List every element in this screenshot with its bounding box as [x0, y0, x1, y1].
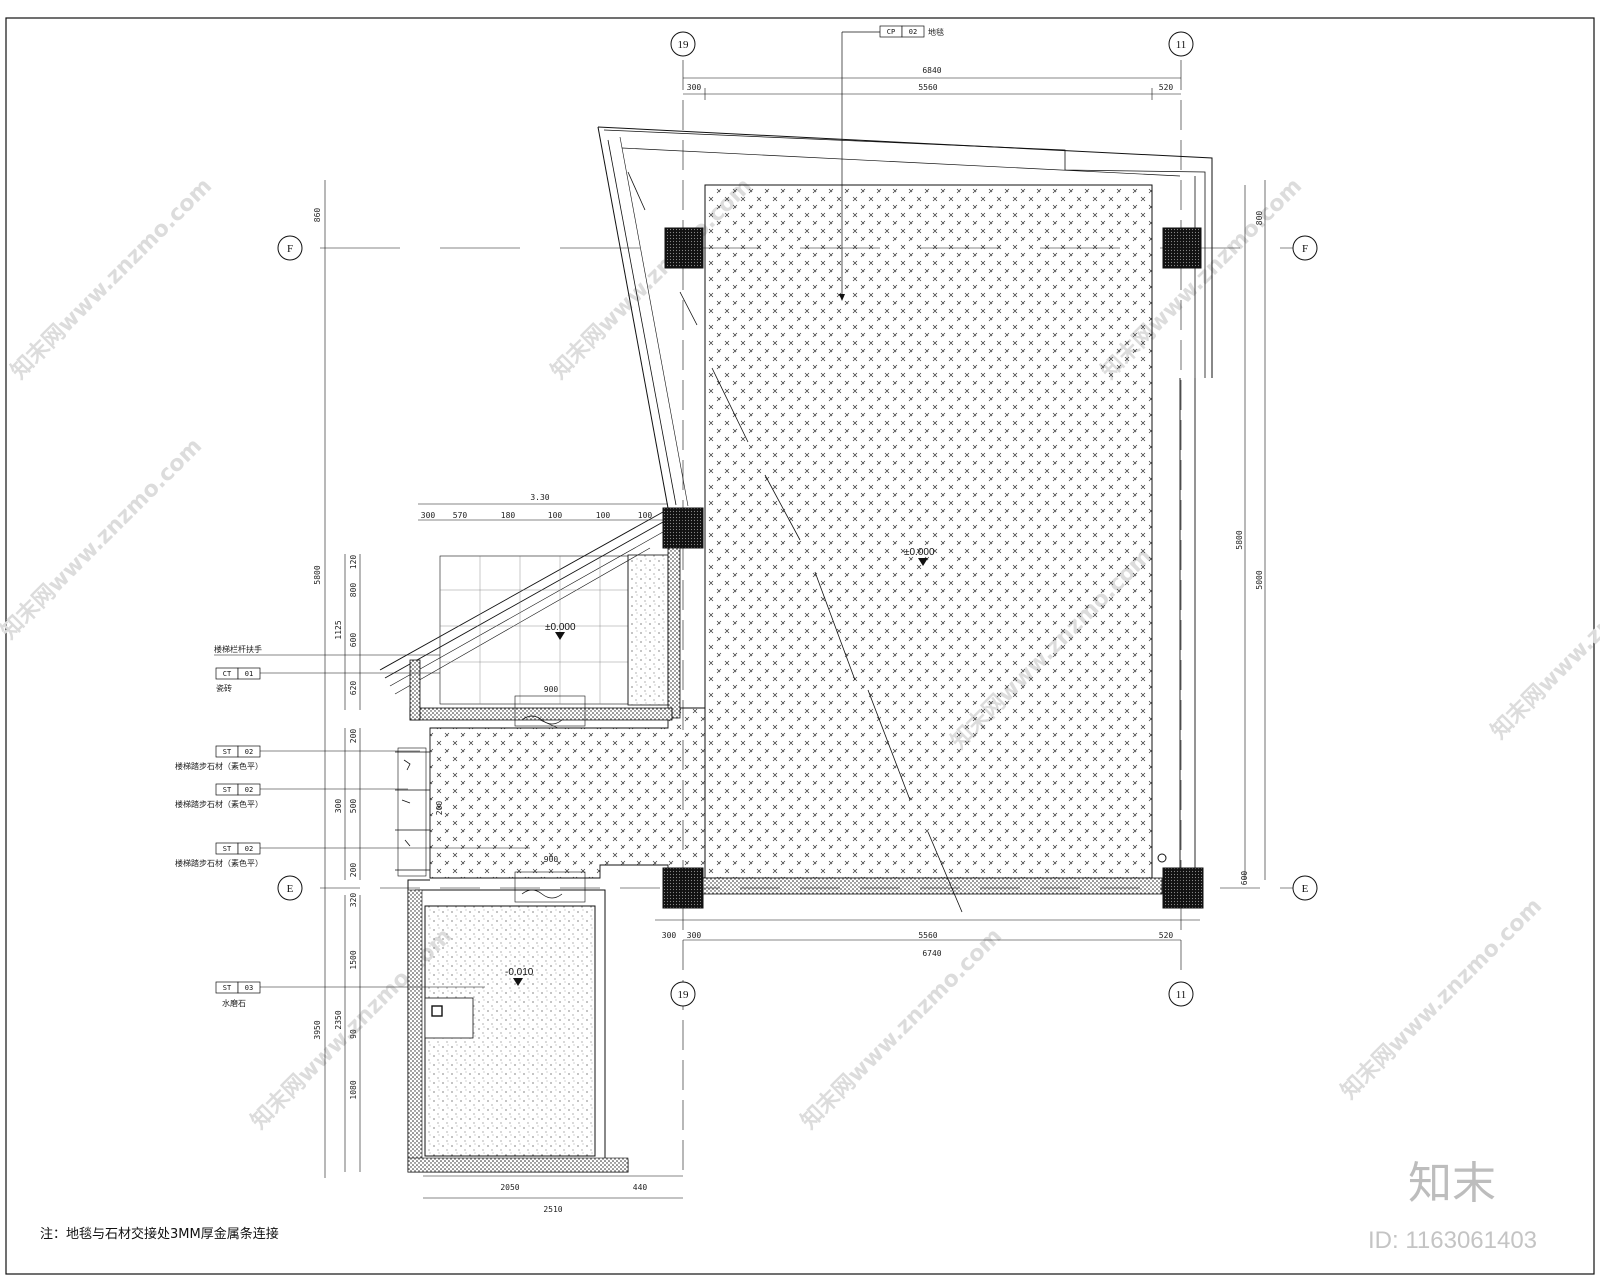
dim-text: 800 [349, 583, 358, 598]
dim-text: 2050 [500, 1183, 519, 1192]
dim-text: 800 [1255, 211, 1264, 226]
tag-code: ST [223, 786, 232, 794]
tag-num: 02 [909, 28, 917, 36]
brand-logo-text: 知末 [1408, 1158, 1496, 1209]
watermark-text: 知末网www.znzmo.com [1486, 533, 1600, 744]
dim-text: 5800 [313, 565, 322, 584]
dim-text: 1125 [334, 620, 343, 639]
dim-text: 570 [453, 511, 468, 520]
dim-text: 90 [349, 1029, 358, 1039]
tag-text: 楼梯踏步石材（素色平） [175, 799, 263, 809]
dim-text: 300 [687, 83, 702, 92]
dim-text: 1500 [349, 950, 358, 969]
axis-label: F [287, 243, 293, 255]
dim-text: 5000 [1255, 570, 1264, 589]
dim-text: 200 [349, 729, 358, 744]
dim-text: 6740 [922, 949, 941, 958]
tag-code: ST [223, 984, 232, 992]
material-tags: CP 02 地毯 楼梯栏杆扶手 CT 01 瓷砖 ST 02 楼梯踏步石材（素色… [175, 25, 944, 1008]
dim-text: 620 [349, 681, 358, 696]
dim-text: 200 [349, 863, 358, 878]
dim-text: 900 [544, 685, 559, 694]
image-id: ID: 1163061403 [1368, 1227, 1537, 1254]
axis-bubbles: 19 11 19 11 F E F E [277, 31, 1318, 1007]
railing-label: 楼梯栏杆扶手 [214, 644, 262, 654]
tag-num: 02 [245, 845, 253, 853]
watermark-text: 知末网www.znzmo.com [1336, 893, 1547, 1104]
tag-code: CT [223, 670, 232, 678]
dim-text: 5560 [918, 83, 937, 92]
small-elevation: ±0.000 [545, 622, 576, 633]
tag-num: 02 [245, 786, 253, 794]
main-elevation: ±0.000 [904, 547, 935, 558]
watermark-text: 知末网www.znzmo.com [796, 923, 1007, 1134]
dim-text: 1080 [349, 1080, 358, 1099]
tag-num: 01 [245, 670, 253, 678]
axis-label: 11 [1176, 39, 1187, 51]
tag-code: ST [223, 845, 232, 853]
dim-text: 5560 [918, 931, 937, 940]
tag-text: 地毯 [928, 27, 944, 37]
drawing-note: 注：地毯与石材交接处3MM厚金属条连接 [40, 1226, 279, 1242]
dimension-texts: 6840 300 5560 520 300 300 5560 520 6740 … [313, 66, 1264, 1214]
dim-text: 500 [349, 799, 358, 814]
watermark-text: 知末网www.znzmo.com [6, 173, 217, 384]
axis-label: E [1302, 883, 1309, 895]
tag-num: 02 [245, 748, 253, 756]
dim-text: 100 [638, 511, 653, 520]
lower-room: -0.010 [407, 879, 629, 1173]
dimension-lines [324, 77, 1266, 1199]
tag-text: 楼梯踏步石材（素色平） [175, 858, 263, 868]
dim-text: 180 [501, 511, 516, 520]
axis-label: F [1302, 243, 1308, 255]
dim-text: 860 [313, 208, 322, 223]
dim-text: 2510 [543, 1205, 562, 1214]
tag-code: ST [223, 748, 232, 756]
lower-elevation: -0.010 [505, 967, 534, 978]
dim-text: 300 [662, 931, 677, 940]
drawing-frame [5, 17, 1595, 1275]
dim-text: 200 [435, 801, 444, 816]
stair-area: ±0.000 [379, 511, 681, 903]
dim-text: 300 [421, 511, 436, 520]
tag-num: 03 [245, 984, 253, 992]
dim-text: 520 [1159, 931, 1174, 940]
main-room: ±0.000 [320, 60, 1300, 1180]
dim-text: 320 [349, 893, 358, 908]
dim-text: 2350 [334, 1010, 343, 1029]
dim-text: 3950 [313, 1020, 322, 1039]
tag-text: 瓷砖 [216, 683, 232, 693]
dim-text: 3.30 [530, 493, 549, 502]
tag-text: 楼梯踏步石材（素色平） [175, 761, 263, 771]
dim-text: 520 [1159, 83, 1174, 92]
tag-text: 水磨石 [222, 998, 246, 1008]
dim-text: 300 [687, 931, 702, 940]
dim-text: 900 [544, 855, 559, 864]
dim-text: 600 [1240, 871, 1249, 886]
dim-text: 120 [349, 555, 358, 570]
dim-text: 100 [548, 511, 563, 520]
dim-text: 440 [633, 1183, 648, 1192]
watermark-text: 知末网www.znzmo.com [0, 433, 207, 644]
dim-text: 6840 [922, 66, 941, 75]
dim-text: 600 [349, 633, 358, 648]
dim-text: 100 [596, 511, 611, 520]
axis-label: 11 [1176, 989, 1187, 1001]
axis-label: E [287, 883, 294, 895]
axis-label: 19 [678, 39, 690, 51]
axis-label: 19 [678, 989, 690, 1001]
dim-text: 300 [334, 799, 343, 814]
dim-text: 5800 [1235, 530, 1244, 549]
tag-code: CP [887, 28, 895, 36]
